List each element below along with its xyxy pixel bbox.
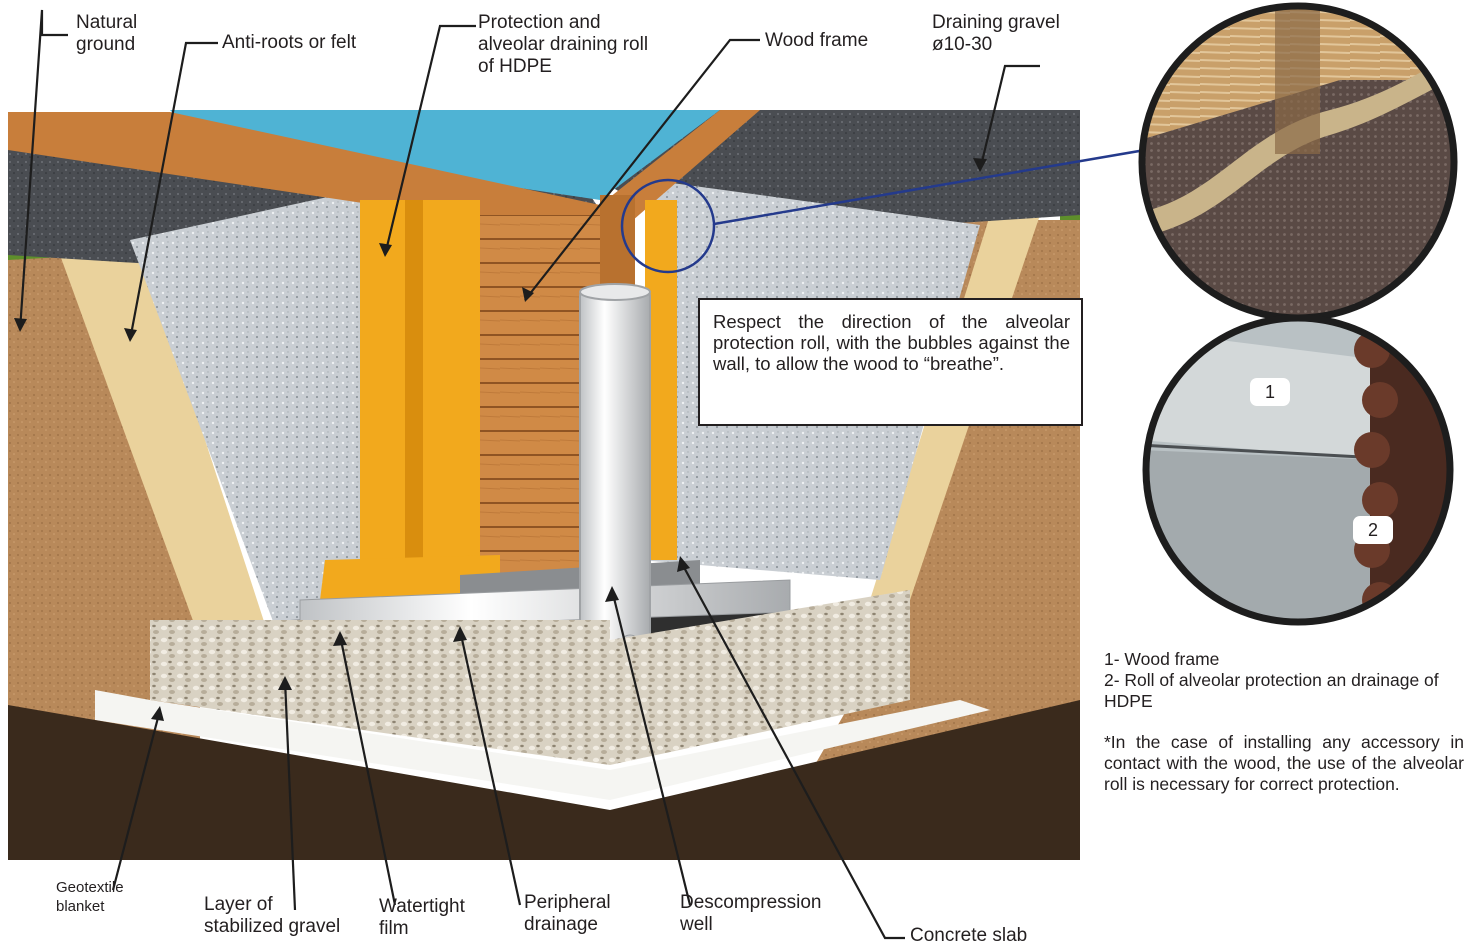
leader-stabilized-gravel <box>283 679 297 911</box>
geotextile-blanket-right <box>610 700 990 800</box>
instruction-note: Respect the direction of the alveolar pr… <box>698 298 1083 426</box>
decompression-well-top <box>579 283 651 301</box>
detail-badge-1: 1 <box>1250 378 1290 406</box>
label-watertight-film: Watertight film <box>379 896 465 939</box>
geotextile-blanket <box>95 690 610 800</box>
leader-draining-gravel <box>978 64 1040 171</box>
hdpe-roll-fold <box>405 200 423 570</box>
label-decompression-well: Descompression well <box>680 892 822 935</box>
leader-decompression-well <box>610 589 692 906</box>
leader-natural-ground <box>18 9 68 331</box>
leader-watertight-film <box>338 634 397 906</box>
detail-connector <box>713 148 1146 226</box>
label-wood-frame: Wood frame <box>765 30 869 51</box>
label-geotextile: Geotextile blanket <box>56 879 124 915</box>
detail-photo-top <box>1142 6 1454 318</box>
label-natural-ground: Natural ground <box>76 12 138 55</box>
detail-badge-2: 2 <box>1353 516 1393 544</box>
draining-gravel-left <box>130 190 430 640</box>
legend: 1- Wood frame 2- Roll of alveolar protec… <box>1104 649 1464 795</box>
stabilized-gravel-bed <box>150 620 610 765</box>
decompression-well <box>579 289 651 676</box>
felt-left <box>60 255 270 640</box>
base-soil <box>8 700 1080 860</box>
hdpe-roll-base <box>320 555 500 600</box>
leader-anti-roots <box>128 41 218 341</box>
label-peripheral-drainage: Peripheral drainage <box>524 892 611 935</box>
leader-arrowheads <box>14 158 987 721</box>
label-anti-roots: Anti-roots or felt <box>222 32 357 53</box>
pool-water <box>170 110 720 200</box>
wood-coping <box>8 110 760 240</box>
stabilized-gravel-bed-right <box>610 590 910 765</box>
detail-photo-bottom-frame <box>1142 314 1454 626</box>
label-draining-gravel: Draining gravel ø10-30 <box>932 12 1060 55</box>
leader-concrete-slab <box>679 559 905 940</box>
leader-lines <box>18 9 1040 940</box>
leader-geotextile <box>111 709 162 891</box>
leader-wood-frame <box>524 38 760 301</box>
legend-footnote: *In the case of installing any accessory… <box>1104 732 1464 794</box>
leader-protection-roll <box>383 24 476 256</box>
detail-highlight-circle <box>620 178 716 274</box>
leader-peripheral-drainage <box>458 629 522 906</box>
legend-item-2: 2- Roll of alveolar protection an draina… <box>1104 670 1439 711</box>
legend-item-1: 1- Wood frame <box>1104 649 1220 669</box>
label-concrete-slab: Concrete slab <box>910 925 1028 946</box>
label-protection-roll: Protection and alveolar draining roll of… <box>478 12 649 77</box>
label-stabilized-gravel: Layer of stabilized gravel <box>204 894 341 937</box>
